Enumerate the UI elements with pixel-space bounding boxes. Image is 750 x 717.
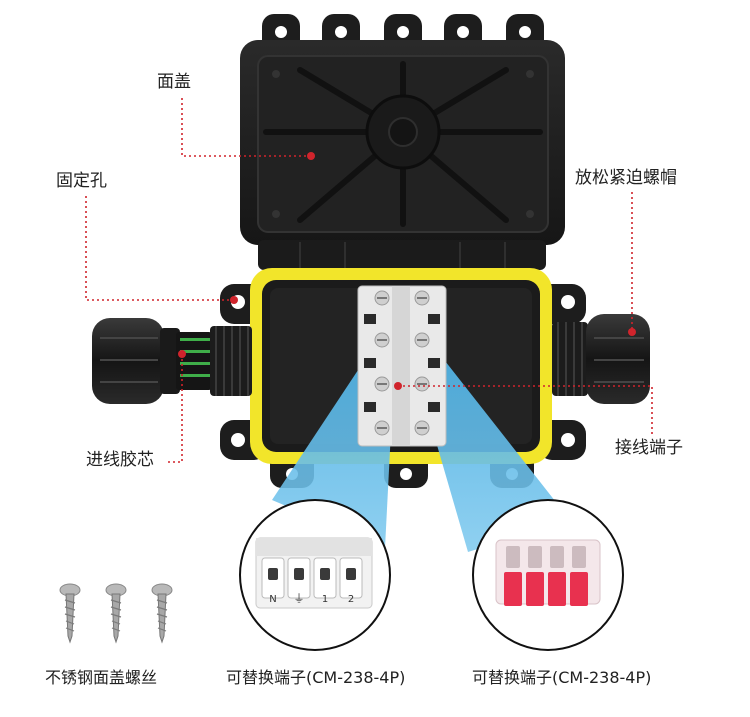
screws xyxy=(59,583,173,644)
right-zoom-circle xyxy=(472,499,624,651)
label-release-nut: 放松紧迫螺帽 xyxy=(575,168,677,188)
terminal-block xyxy=(357,285,447,447)
mark-one: 1 xyxy=(322,594,328,605)
label-fixing-hole: 固定孔 xyxy=(56,171,107,191)
caption-screws: 不锈钢面盖螺丝 xyxy=(45,668,158,687)
callout-line-fixing-hole xyxy=(85,196,233,301)
screw-2 xyxy=(105,583,127,644)
caption-right-connector: 可替换端子(CM-238-4P) xyxy=(472,668,652,687)
callout-lines xyxy=(85,98,653,463)
mark-two: 2 xyxy=(348,594,354,605)
screw-3 xyxy=(151,583,173,644)
caption-left-connector: 可替换端子(CM-238-4P) xyxy=(226,668,406,687)
mark-ground: ⏚ xyxy=(294,592,305,605)
label-cable-core: 进线胶芯 xyxy=(86,450,154,470)
callout-line-terminal xyxy=(398,385,653,434)
label-lid: 面盖 xyxy=(157,72,191,92)
lid xyxy=(240,14,565,270)
mark-n: N xyxy=(269,594,276,605)
label-terminal: 接线端子 xyxy=(615,438,683,458)
left-zoom-circle: N ⏚ 1 2 xyxy=(239,499,391,651)
callout-dots xyxy=(178,152,636,390)
callout-line-cable-core xyxy=(165,354,183,463)
right-cable-gland xyxy=(552,314,650,404)
screw-1 xyxy=(59,583,81,644)
left-cable-gland xyxy=(92,318,252,404)
